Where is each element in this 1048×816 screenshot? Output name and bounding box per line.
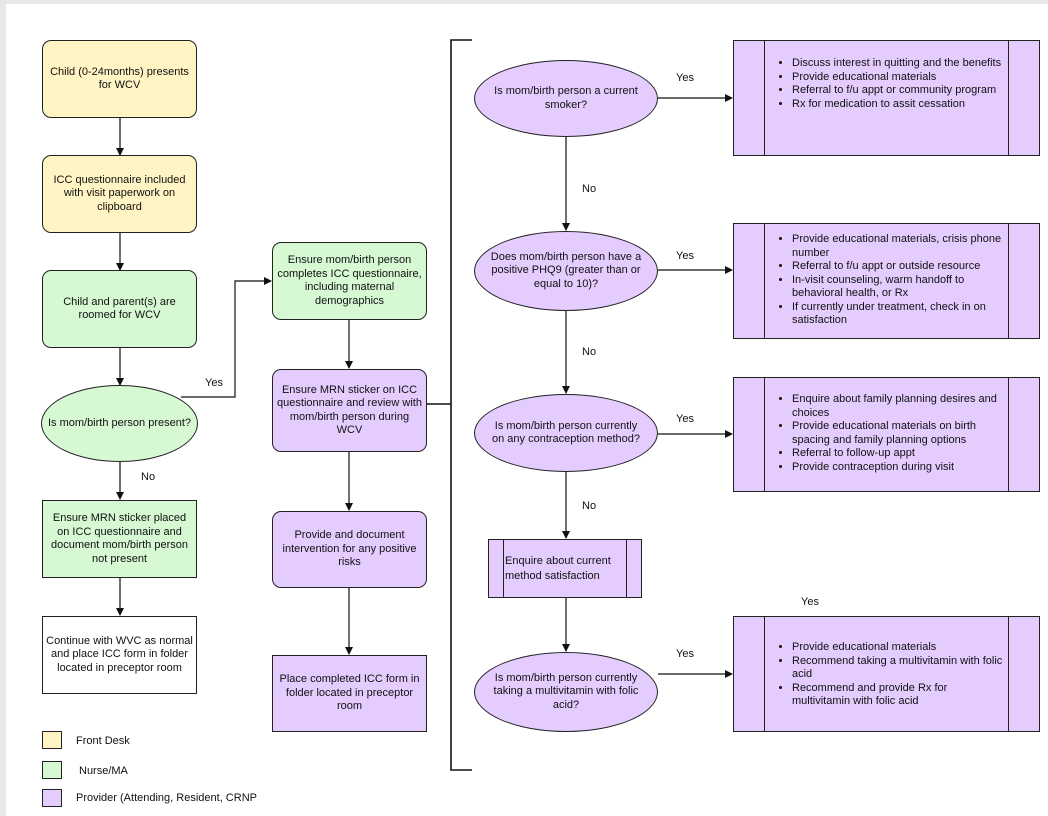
label-smoker-yes: Yes: [676, 72, 694, 84]
node-roomed: Child and parent(s) are roomed for WCV: [42, 270, 197, 348]
action-item: If currently under treatment, check in o…: [792, 301, 1037, 328]
label-multivitamin-yes: Yes: [676, 648, 694, 660]
action-item: Enquire about family planning desires an…: [792, 393, 1007, 420]
legend-label-front-desk: Front Desk: [76, 735, 130, 747]
label-present-no: No: [141, 471, 156, 483]
label-phq9-yes: Yes: [676, 250, 694, 262]
label-phq9-no: No: [582, 346, 597, 358]
action-item: Provide educational materials: [792, 71, 1005, 85]
action-item: Rx for medication to assit cessation: [792, 98, 1005, 112]
action-item: Provide educational materials on birth s…: [792, 420, 1007, 447]
action-item: Referral to f/u appt or outside resource: [792, 260, 1037, 274]
legend-swatch-front-desk: [42, 731, 62, 749]
node-ensure-completes: Ensure mom/birth person completes ICC qu…: [272, 242, 427, 320]
action-item: Recommend and provide Rx for multivitami…: [792, 682, 1005, 709]
node-place-completed: Place completed ICC form in folder locat…: [272, 655, 427, 732]
node-mrn-not-present: Ensure MRN sticker placed on ICC questio…: [42, 500, 197, 578]
enquire-satisfaction-text: Enquire about current method satisfactio…: [505, 555, 611, 582]
action-item: Provide educational materials: [792, 641, 1005, 655]
legend-swatch-nurse-ma: [42, 761, 62, 779]
node-icc-included: ICC questionnaire included with visit pa…: [42, 155, 197, 233]
action-box-smoker: Discuss interest in quitting and the ben…: [733, 40, 1040, 156]
action-item: Provide contraception during visit: [792, 461, 1007, 475]
legend-swatch-provider: [42, 789, 62, 807]
action-box-multivitamin: Provide educational materials Recommend …: [733, 616, 1040, 732]
action-item: Provide educational materials, crisis ph…: [792, 233, 1037, 260]
label-satisfaction-yes: Yes: [801, 596, 819, 608]
decision-multivitamin: Is mom/birth person currently taking a m…: [474, 652, 658, 732]
decision-contraception: Is mom/birth person currently on any con…: [474, 394, 658, 472]
label-present-yes: Yes: [205, 377, 223, 389]
legend-label-nurse-ma: Nurse/MA: [79, 765, 128, 777]
action-item: Referral to f/u appt or community progra…: [792, 84, 1005, 98]
label-contraception-no: No: [582, 500, 597, 512]
action-list-multivitamin: Provide educational materials Recommend …: [778, 641, 1005, 709]
bracket: [427, 39, 472, 771]
action-box-contraception: Enquire about family planning desires an…: [733, 377, 1040, 492]
node-child-presents: Child (0-24months) presents for WCV: [42, 40, 197, 118]
node-provide-document: Provide and document intervention for an…: [272, 511, 427, 588]
node-continue-wvc: Continue with WVC as normal and place IC…: [42, 616, 197, 694]
node-ensure-mrn-review: Ensure MRN sticker on ICC questionnaire …: [272, 369, 427, 452]
label-smoker-no: No: [582, 183, 597, 195]
action-item: Discuss interest in quitting and the ben…: [792, 57, 1005, 71]
edge-present-yes: [181, 277, 272, 398]
label-contraception-yes: Yes: [676, 413, 694, 425]
action-list-phq9: Provide educational materials, crisis ph…: [778, 233, 1037, 328]
action-item: In-visit counseling, warm handoff to beh…: [792, 274, 1037, 301]
action-box-phq9: Provide educational materials, crisis ph…: [733, 223, 1040, 339]
decision-phq9: Does mom/birth person have a positive PH…: [474, 231, 658, 311]
action-list-contraception: Enquire about family planning desires an…: [778, 393, 1007, 474]
legend-label-provider: Provider (Attending, Resident, CRNP: [76, 792, 257, 804]
action-item: Referral to follow-up appt: [792, 447, 1007, 461]
decision-smoker: Is mom/birth person a current smoker?: [474, 60, 658, 137]
node-enquire-satisfaction: Enquire about current method satisfactio…: [488, 539, 642, 598]
action-item: Recommend taking a multivitamin with fol…: [792, 655, 1005, 682]
decision-mom-present: Is mom/birth person present?: [41, 385, 198, 462]
action-list-smoker: Discuss interest in quitting and the ben…: [778, 57, 1005, 111]
